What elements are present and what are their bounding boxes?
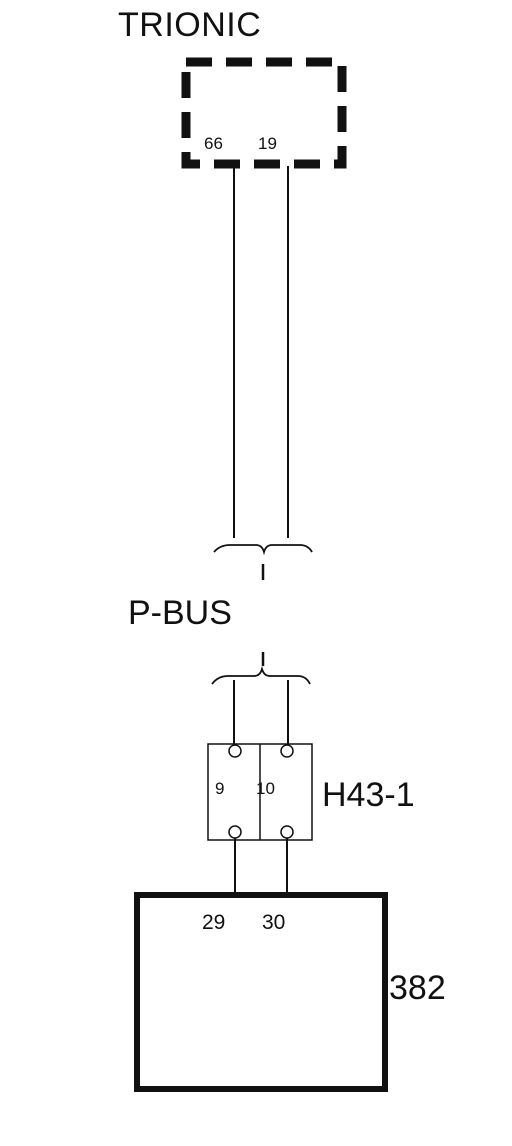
trionic-pin-66: 66: [204, 134, 223, 153]
bus-label: P-BUS: [128, 594, 232, 632]
connector-pin-9-bottom: [228, 825, 242, 839]
trionic-pin-19: 19: [258, 134, 277, 153]
connector-pin-9: 9: [215, 779, 224, 798]
lower-bus-brace: [211, 665, 311, 685]
connector-pin-10-bottom: [280, 825, 294, 839]
connector-label: H43-1: [322, 776, 415, 814]
upper-bus-brace: [213, 544, 313, 556]
module-label: 382: [389, 969, 446, 1007]
connector-pin-10: 10: [256, 779, 275, 798]
module-382-box: [134, 892, 388, 1092]
trionic-module-box: [181, 57, 347, 169]
connector-pin-9-top: [228, 744, 242, 758]
module-pin-30: 30: [262, 911, 285, 934]
module-pin-29: 29: [202, 911, 225, 934]
connector-pin-10-top: [280, 744, 294, 758]
trionic-label: TRIONIC: [118, 6, 261, 44]
